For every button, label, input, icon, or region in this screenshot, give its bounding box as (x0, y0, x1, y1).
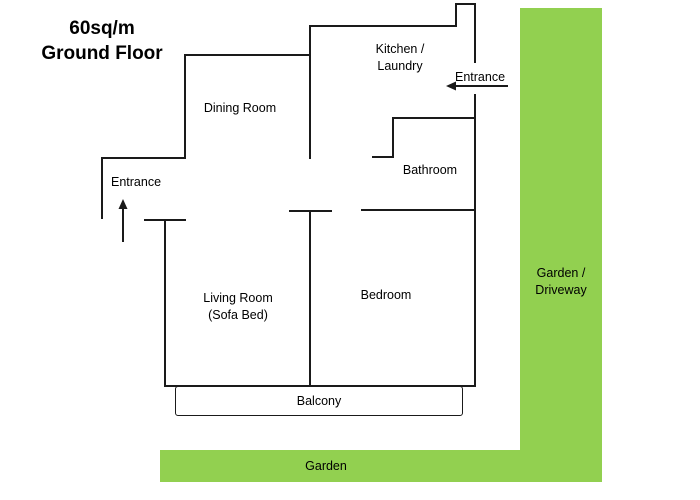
living-label-line-1: Living Room (203, 291, 273, 305)
balcony: Balcony (175, 386, 463, 416)
floor-name-title: Ground Floor (41, 43, 163, 64)
left-entrance-arrow (118, 199, 128, 242)
garden-area (160, 450, 602, 482)
kitchen-label-line-2: Laundry (377, 59, 423, 73)
living-label-line-2: (Sofa Bed) (208, 308, 268, 322)
kitchen-label-line-1: Kitchen / (375, 42, 425, 56)
right-entrance-label: Entrance (454, 70, 506, 84)
kitchen-laundry-label: Kitchen / Laundry (350, 41, 450, 75)
garden-driveway-line-2: Driveway (535, 283, 587, 297)
right-entrance-arrow (446, 81, 508, 91)
bathroom-label: Bathroom (402, 163, 458, 177)
outer-wall-north (309, 3, 476, 63)
dining-room-label: Dining Room (203, 101, 277, 115)
bathroom-partition (372, 117, 476, 158)
living-room-label: Living Room (Sofa Bed) (188, 290, 288, 324)
floor-area-title: 60sq/m (69, 18, 135, 39)
left-entrance-label: Entrance (110, 175, 162, 189)
garden-driveway-area (520, 8, 602, 482)
bedroom-label: Bedroom (360, 288, 412, 302)
outer-wall-west (101, 54, 311, 219)
garden-driveway-label: Garden / Driveway (511, 265, 611, 299)
balcony-label: Balcony (296, 394, 342, 408)
garden-label: Garden (305, 459, 347, 473)
garden-driveway-line-1: Garden / (536, 266, 586, 280)
